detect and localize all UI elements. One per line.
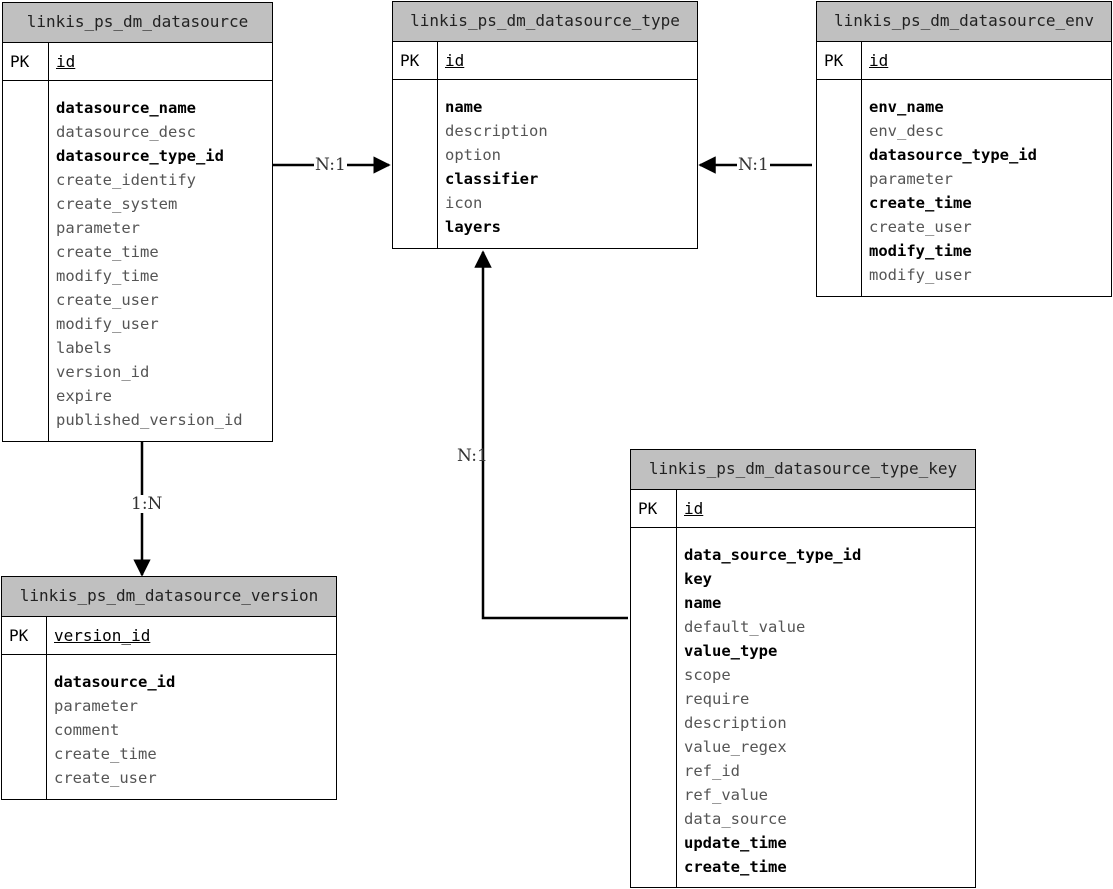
pk-label: PK bbox=[817, 42, 862, 79]
pk-field: id bbox=[684, 499, 704, 518]
entity-title: linkis_ps_dm_datasource bbox=[3, 3, 272, 43]
entity-title: linkis_ps_dm_datasource_env bbox=[817, 2, 1111, 42]
primary-key-row: PK id bbox=[393, 42, 697, 80]
pk-field: id bbox=[56, 52, 76, 71]
field-item: create_time bbox=[869, 194, 972, 212]
field-item: description bbox=[684, 714, 787, 732]
pk-field: id bbox=[445, 51, 465, 70]
field-item: ref_value bbox=[684, 786, 768, 804]
field-item: layers bbox=[445, 218, 501, 236]
relation-label-datasource-version: 1:N bbox=[130, 494, 164, 514]
field-item: published_version_id bbox=[56, 411, 243, 429]
field-list: datasource_name datasource_desc datasource… bbox=[49, 81, 243, 441]
relation-label-datasource-type: N:1 bbox=[314, 155, 347, 175]
key-column bbox=[817, 80, 862, 296]
field-item: datasource_id bbox=[54, 673, 176, 691]
field-item: modify_user bbox=[56, 315, 159, 333]
field-item: scope bbox=[684, 666, 731, 684]
field-item: datasource_desc bbox=[56, 123, 196, 141]
primary-key-row: PK id bbox=[817, 42, 1111, 80]
field-item: option bbox=[445, 146, 501, 164]
entity-title: linkis_ps_dm_datasource_type bbox=[393, 2, 697, 42]
field-item: create_user bbox=[869, 218, 972, 236]
relation-label-env-type: N:1 bbox=[737, 155, 770, 175]
field-item: default_value bbox=[684, 618, 806, 636]
primary-key-row: PK id bbox=[3, 43, 272, 81]
field-item: create_user bbox=[54, 769, 157, 787]
entity-fields-section: datasource_id parameter comment create_time… bbox=[2, 655, 336, 799]
field-item: env_name bbox=[869, 98, 944, 116]
field-item: name bbox=[684, 594, 722, 612]
field-item: expire bbox=[56, 387, 112, 405]
field-item: modify_time bbox=[869, 242, 972, 260]
pk-field: id bbox=[869, 51, 889, 70]
field-item: create_identify bbox=[56, 171, 196, 189]
field-item: key bbox=[684, 570, 712, 588]
entity-fields-section: datasource_name datasource_desc datasource… bbox=[3, 81, 272, 441]
field-item: name bbox=[445, 98, 483, 116]
field-item: value_type bbox=[684, 642, 778, 660]
field-item: datasource_type_id bbox=[56, 147, 224, 165]
field-item: require bbox=[684, 690, 750, 708]
field-item: data_source bbox=[684, 810, 787, 828]
key-column bbox=[393, 80, 438, 248]
field-item: comment bbox=[54, 721, 120, 739]
entity-title: linkis_ps_dm_datasource_type_key bbox=[631, 450, 975, 490]
key-column bbox=[2, 655, 47, 799]
pk-field: version_id bbox=[54, 626, 151, 645]
primary-key-row: PK version_id bbox=[2, 617, 336, 655]
pk-label: PK bbox=[2, 617, 47, 654]
field-item: data_source_type_id bbox=[684, 546, 862, 564]
field-item: modify_time bbox=[56, 267, 159, 285]
field-list: name description option classifier icon layer… bbox=[438, 80, 548, 248]
field-item: classifier bbox=[445, 170, 539, 188]
field-item: parameter bbox=[56, 219, 140, 237]
field-item: datasource_type_id bbox=[869, 146, 1037, 164]
field-item: modify_user bbox=[869, 266, 972, 284]
field-item: create_user bbox=[56, 291, 159, 309]
field-item: update_time bbox=[684, 834, 787, 852]
relation-label-typekey-type: N:1 bbox=[457, 446, 488, 466]
field-item: parameter bbox=[869, 170, 953, 188]
field-item: labels bbox=[56, 339, 112, 357]
key-column bbox=[3, 81, 49, 441]
pk-label: PK bbox=[631, 490, 677, 527]
field-item: create_time bbox=[684, 858, 787, 876]
entity-title: linkis_ps_dm_datasource_version bbox=[2, 577, 336, 617]
field-item: create_time bbox=[54, 745, 157, 763]
field-list: datasource_id parameter comment create_time… bbox=[47, 655, 175, 799]
field-item: ref_id bbox=[684, 762, 740, 780]
pk-label: PK bbox=[393, 42, 438, 79]
pk-label: PK bbox=[3, 43, 49, 80]
field-item: icon bbox=[445, 194, 483, 212]
field-item: version_id bbox=[56, 363, 150, 381]
field-item: parameter bbox=[54, 697, 138, 715]
primary-key-row: PK id bbox=[631, 490, 975, 528]
field-item: datasource_name bbox=[56, 99, 196, 117]
field-item: env_desc bbox=[869, 122, 944, 140]
entity-fields-section: name description option classifier icon layer… bbox=[393, 80, 697, 248]
field-item: create_time bbox=[56, 243, 159, 261]
field-item: description bbox=[445, 122, 548, 140]
field-item: create_system bbox=[56, 195, 178, 213]
field-item: value_regex bbox=[684, 738, 787, 756]
key-column bbox=[631, 528, 677, 887]
link-typekey-to-type bbox=[474, 250, 628, 620]
